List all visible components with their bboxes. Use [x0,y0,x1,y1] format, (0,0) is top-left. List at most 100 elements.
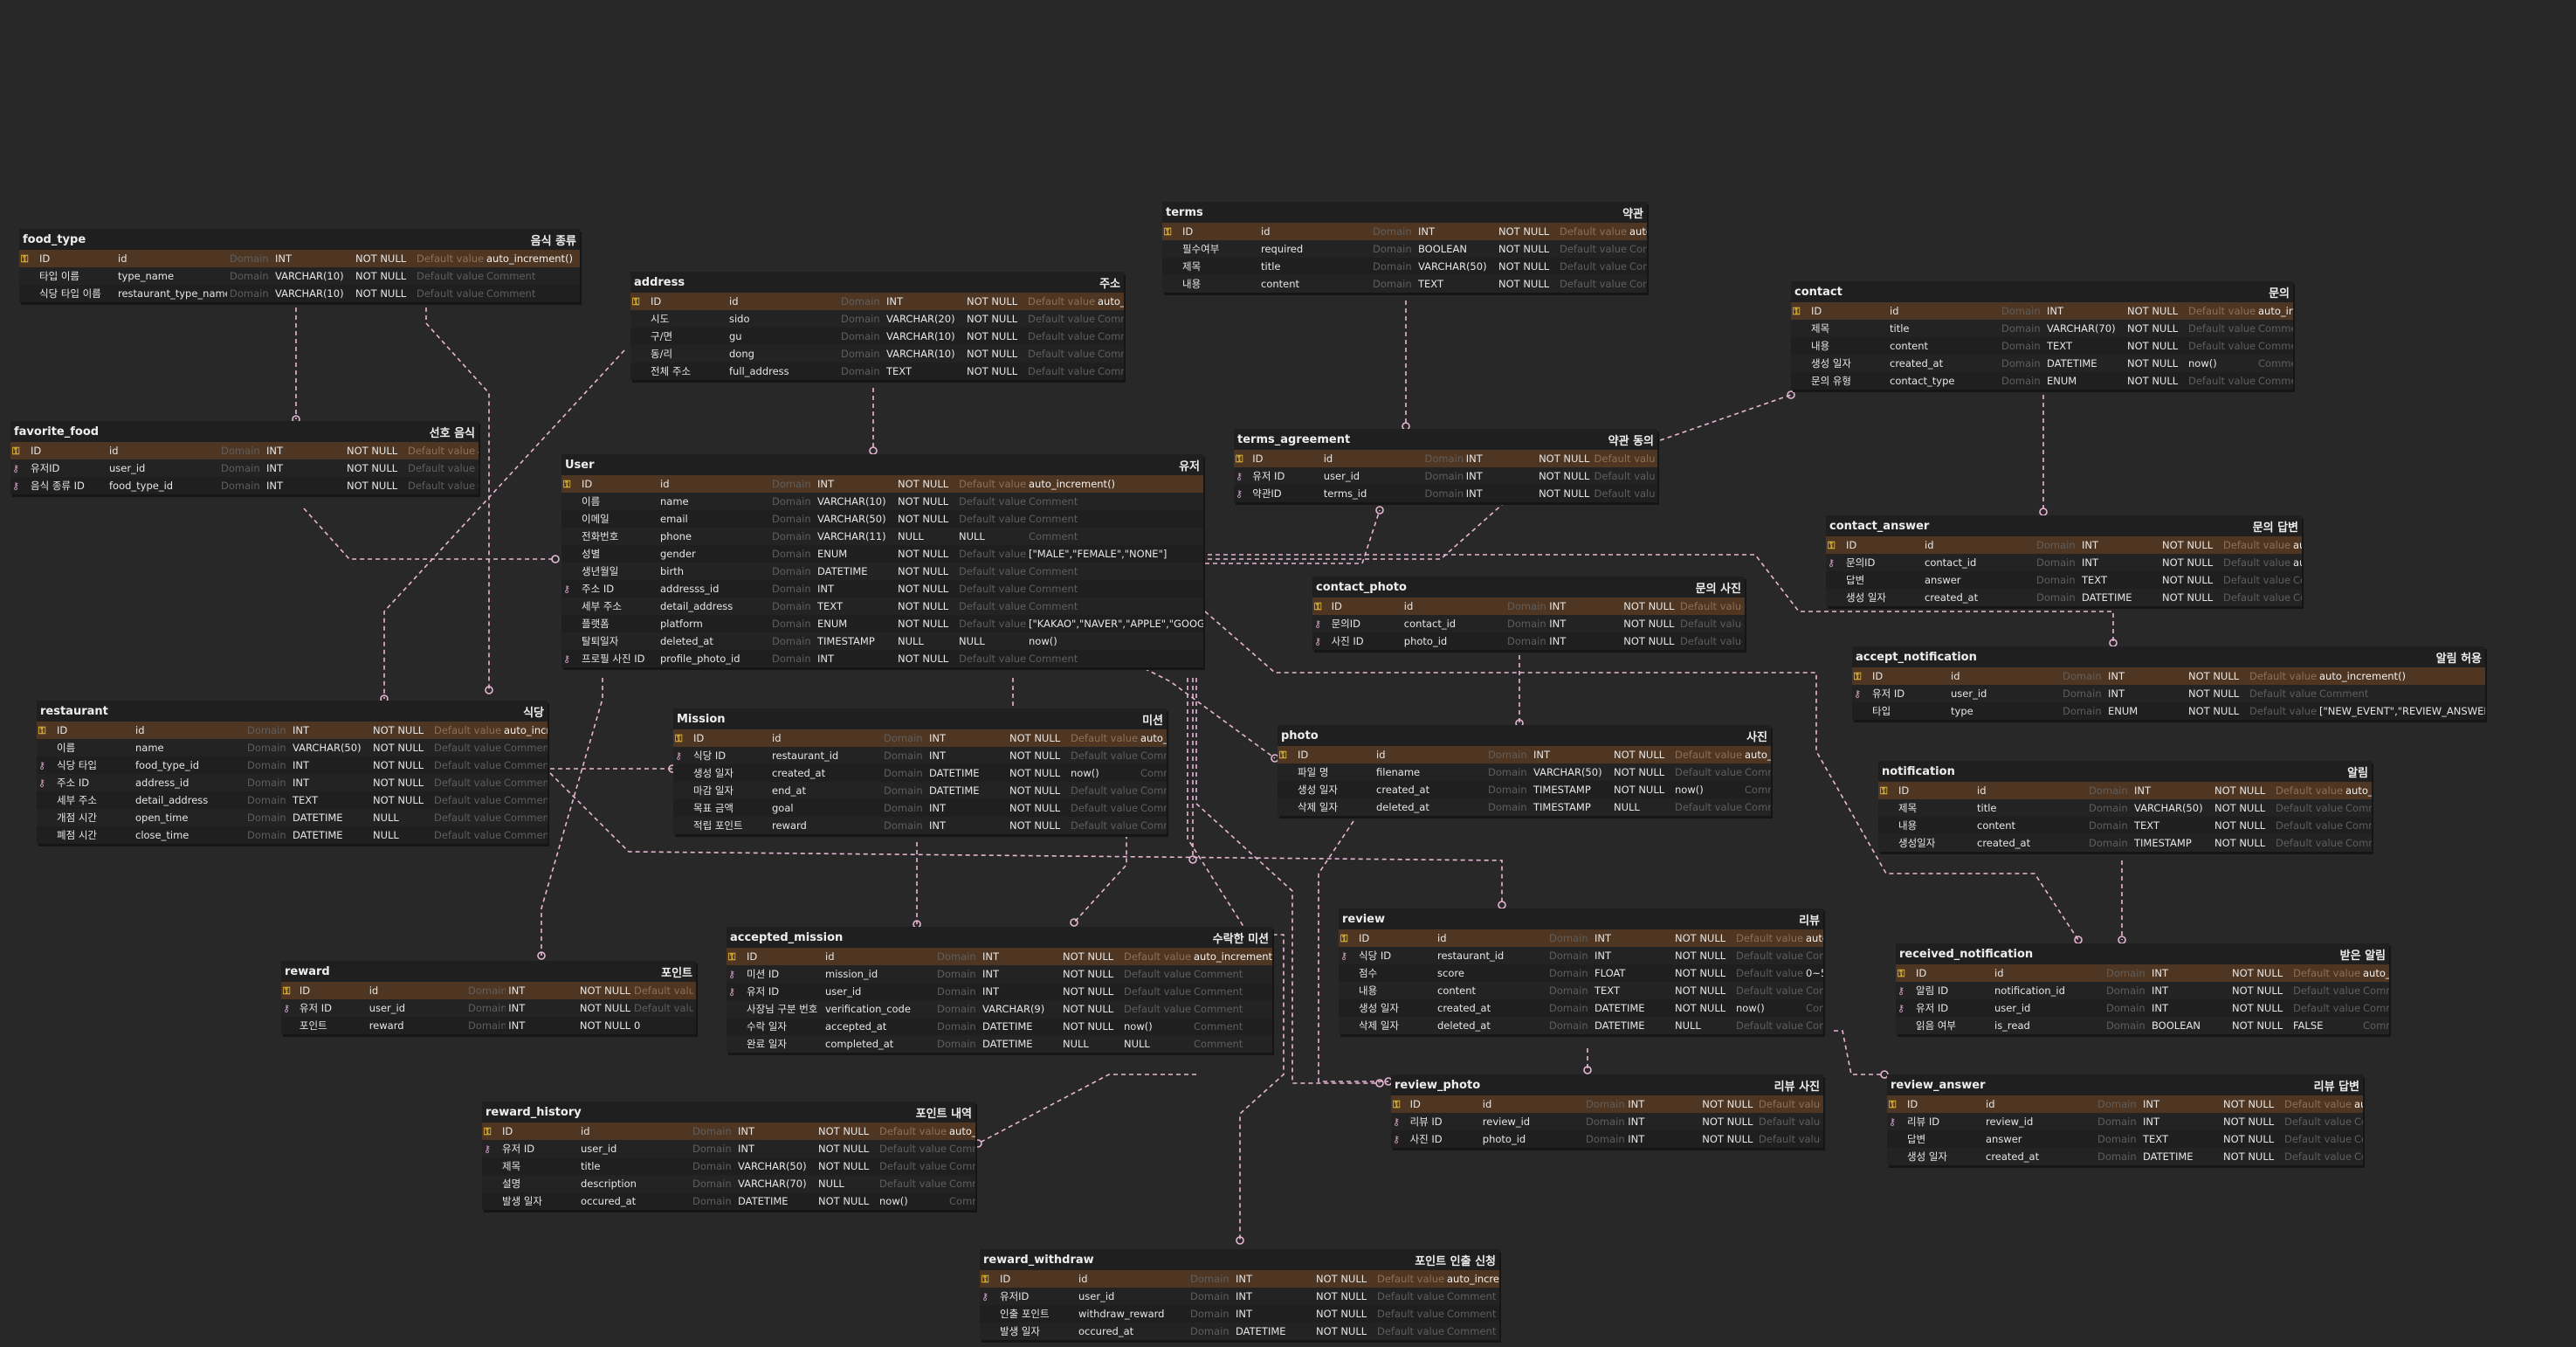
table-pk-row[interactable]: ⚿IDidDomainINTNOT NULLDefault valueauto_… [1278,746,1771,763]
table-notification[interactable]: notification알림⚿IDidDomainINTNOT NULLDefa… [1878,761,2372,852]
table-row[interactable]: 설명descriptionDomainVARCHAR(70)NULLDefaul… [482,1175,975,1192]
table-row[interactable]: ⚷유저 IDuser_idDomainINTNOT NULLDefault va… [1852,685,2485,702]
table-pk-row[interactable]: ⚿IDidDomainINTNOT NULLDefault valueauto_… [673,729,1167,747]
table-row[interactable]: 이메일emailDomainVARCHAR(50)NOT NULLDefault… [561,510,1203,528]
table-row[interactable]: ⚷유저 IDuser_idDomainINTNOT NULLDefault va… [727,983,1272,1000]
table-photo[interactable]: photo사진⚿IDidDomainINTNOT NULLDefault val… [1278,725,1771,816]
table-pk-row[interactable]: ⚿IDidDomainINTNOT NULLDefault valueauto_… [1878,782,2372,799]
table-row[interactable]: ⚷리뷰 IDreview_idDomainINTNOT NULLDefault … [1391,1113,1823,1130]
table-pk-row[interactable]: ⚿IDidDomainINTNOT NULLDefault valueauto_… [630,293,1124,310]
table-received-notification[interactable]: received_notification받은 알림⚿IDidDomainINT… [1896,943,2389,1034]
table-row[interactable]: ⚷식당 IDrestaurant_idDomainINTNOT NULLDefa… [673,747,1167,764]
table-row[interactable]: ⚷알림 IDnotification_idDomainINTNOT NULLDe… [1896,982,2389,999]
table-favorite-food[interactable]: favorite_food선호 음식⚿IDidDomainINTNOT NULL… [10,421,479,494]
table-row[interactable]: 이름nameDomainVARCHAR(10)NOT NULLDefault v… [561,493,1203,510]
table-row[interactable]: ⚷문의IDcontact_idDomainINTNOT NULLDefault … [1312,615,1745,632]
table-row[interactable]: ⚷유저 IDuser_idDomainINTNOT NULLDefault va… [1896,999,2389,1017]
table-row[interactable]: 목표 금액goalDomainINTNOT NULLDefault valueC… [673,799,1167,817]
table-row[interactable]: 생성 일자created_atDomainDATETIMENOT NULLnow… [673,764,1167,782]
table-row[interactable]: ⚷주소 IDaddress_idDomainINTNOT NULLDefault… [37,774,548,791]
table-pk-row[interactable]: ⚿IDidDomainINTNOT NULLDefault valueauto_… [1826,536,2302,554]
table-row[interactable]: 탈퇴일자deleted_atDomainTIMESTAMPNULLNULLnow… [561,632,1203,650]
table-row[interactable]: ⚷문의IDcontact_idDomainINTNOT NULLDefault … [1826,554,2302,571]
table-pk-row[interactable]: ⚿IDidDomainINTNOT NULLDefault valueauto_… [1339,929,1823,947]
table-row[interactable]: 파일 명filenameDomainVARCHAR(50)NOT NULLDef… [1278,763,1771,781]
table-row[interactable]: 제목titleDomainVARCHAR(50)NOT NULLDefault … [1878,799,2372,817]
table-row[interactable]: 전화번호phoneDomainVARCHAR(11)NULLNULLCommen… [561,528,1203,545]
table-row[interactable]: 타입typeDomainENUMNOT NULLDefault value["N… [1852,702,2485,720]
table-row[interactable]: ⚷약관IDterms_idDomainINTNOT NULLDefault va… [1234,485,1657,502]
table-row[interactable]: 플랫폼platformDomainENUMNOT NULLDefault val… [561,615,1203,632]
table-row[interactable]: 내용contentDomainTEXTNOT NULLDefault value… [1878,817,2372,834]
table-pk-row[interactable]: ⚿IDidDomainINTNOT NULLDefault valueauto_… [281,982,696,999]
table-reward[interactable]: reward포인트⚿IDidDomainINTNOT NULLDefault v… [281,961,696,1034]
table-row[interactable]: 폐점 시간close_timeDomainDATETIMENULLDefault… [37,826,548,844]
table-row[interactable]: 삭제 일자deleted_atDomainTIMESTAMPNULLDefaul… [1278,798,1771,816]
table-mission[interactable]: Mission미션⚿IDidDomainINTNOT NULLDefault v… [673,708,1167,834]
table-row[interactable]: 생성 일자created_atDomainDATETIMENOT NULLDef… [1826,589,2302,606]
table-pk-row[interactable]: ⚿IDidDomainINTNOT NULLDefault valueauto_… [37,722,548,739]
table-row[interactable]: 성별genderDomainENUMNOT NULLDefault value[… [561,545,1203,563]
table-row[interactable]: ⚷미션 IDmission_idDomainINTNOT NULLDefault… [727,965,1272,983]
table-accepted-mission[interactable]: accepted_mission수락한 미션⚿IDidDomainINTNOT … [727,927,1272,1053]
table-review-photo[interactable]: review_photo리뷰 사진⚿IDidDomainINTNOT NULLD… [1391,1074,1823,1148]
table-row[interactable]: 문의 유형contact_typeDomainENUMNOT NULLDefau… [1791,372,2293,390]
table-row[interactable]: ⚷유저 IDuser_idDomainINTNOT NULLDefault va… [1234,467,1657,485]
table-pk-row[interactable]: ⚿IDidDomainINTNOT NULLDefault valueauto_… [1162,223,1647,240]
table-row[interactable]: 내용contentDomainTEXTNOT NULLDefault value… [1791,337,2293,355]
table-row[interactable]: 세부 주소detail_addressDomainTEXTNOT NULLDef… [561,598,1203,615]
table-review-answer[interactable]: review_answer리뷰 답변⚿IDidDomainINTNOT NULL… [1887,1074,2363,1165]
table-row[interactable]: 완료 일자completed_atDomainDATETIMENULLNULLC… [727,1035,1272,1053]
table-pk-row[interactable]: ⚿IDidDomainINTNOT NULLDefault valueauto_… [1391,1095,1823,1113]
table-row[interactable]: 포인트rewardDomainINTNOT NULL0Comment [281,1017,696,1034]
table-row[interactable]: ⚷사진 IDphoto_idDomainINTNOT NULLDefault v… [1312,632,1745,650]
table-row[interactable]: 삭제 일자deleted_atDomainDATETIMENULLDefault… [1339,1017,1823,1034]
table-pk-row[interactable]: ⚿IDidDomainINTNOT NULLDefault valueauto_… [1234,450,1657,467]
table-pk-row[interactable]: ⚿IDidDomainINTNOT NULLDefault valueauto_… [1896,964,2389,982]
table-contact-photo[interactable]: contact_photo문의 사진⚿IDidDomainINTNOT NULL… [1312,577,1745,650]
table-row[interactable]: ⚷리뷰 IDreview_idDomainINTNOT NULLDefault … [1887,1113,2363,1130]
table-row[interactable]: 동/리dongDomainVARCHAR(10)NOT NULLDefault … [630,345,1124,363]
table-row[interactable]: 식당 타입 이름restaurant_type_nameDomainVARCHA… [19,285,580,302]
table-row[interactable]: ⚷유저IDuser_idDomainINTNOT NULLDefault val… [10,459,479,477]
table-accept-notification[interactable]: accept_notification알림 허용⚿IDidDomainINTNO… [1852,646,2485,720]
table-food-type[interactable]: food_type음식 종류⚿IDidDomainINTNOT NULLDefa… [19,229,580,302]
table-row[interactable]: 내용contentDomainTEXTNOT NULLDefault value… [1339,982,1823,999]
table-row[interactable]: ⚷음식 종류 IDfood_type_idDomainINTNOT NULLDe… [10,477,479,494]
table-restaurant[interactable]: restaurant식당⚿IDidDomainINTNOT NULLDefaul… [37,701,548,844]
table-pk-row[interactable]: ⚿IDidDomainINTNOT NULLDefault valueauto_… [1312,598,1745,615]
table-row[interactable]: ⚷유저IDuser_idDomainINTNOT NULLDefault val… [980,1288,1499,1305]
table-row[interactable]: 필수여부requiredDomainBOOLEANNOT NULLDefault… [1162,240,1647,258]
table-row[interactable]: ⚷식당 타입food_type_idDomainINTNOT NULLDefau… [37,756,548,774]
table-row[interactable]: 제목titleDomainVARCHAR(70)NOT NULLDefault … [1791,320,2293,337]
table-row[interactable]: 이름nameDomainVARCHAR(50)NOT NULLDefault v… [37,739,548,756]
table-row[interactable]: 사장님 구분 번호verification_codeDomainVARCHAR(… [727,1000,1272,1018]
table-terms[interactable]: terms약관⚿IDidDomainINTNOT NULLDefault val… [1162,202,1647,293]
table-reward-withdraw[interactable]: reward_withdraw포인트 인출 신청⚿IDidDomainINTNO… [980,1249,1499,1340]
table-row[interactable]: 생성 일자created_atDomainDATETIMENOT NULLDef… [1887,1148,2363,1165]
table-row[interactable]: 생성일자created_atDomainTIMESTAMPNOT NULLDef… [1878,834,2372,852]
table-row[interactable]: 내용contentDomainTEXTNOT NULLDefault value… [1162,275,1647,293]
table-contact[interactable]: contact문의⚿IDidDomainINTNOT NULLDefault v… [1791,281,2293,390]
table-pk-row[interactable]: ⚿IDidDomainINTNOT NULLDefault valueauto_… [482,1122,975,1140]
table-row[interactable]: 발생 일자occured_atDomainDATETIMENOT NULLnow… [482,1192,975,1210]
table-pk-row[interactable]: ⚿IDidDomainINTNOT NULLDefault valueauto_… [980,1270,1499,1288]
table-terms-agreement[interactable]: terms_agreement약관 동의⚿IDidDomainINTNOT NU… [1234,429,1657,502]
table-row[interactable]: 발생 일자occured_atDomainDATETIMENOT NULLDef… [980,1323,1499,1340]
table-row[interactable]: 적립 포인트rewardDomainINTNOT NULLDefault val… [673,817,1167,834]
table-row[interactable]: 답변answerDomainTEXTNOT NULLDefault valueC… [1887,1130,2363,1148]
table-row[interactable]: ⚷사진 IDphoto_idDomainINTNOT NULLDefault v… [1391,1130,1823,1148]
table-pk-row[interactable]: ⚿IDidDomainINTNOT NULLDefault valueauto_… [1887,1095,2363,1113]
table-pk-row[interactable]: ⚿IDidDomainINTNOT NULLDefault valueauto_… [727,948,1272,965]
table-pk-row[interactable]: ⚿IDidDomainINTNOT NULLDefault valueauto_… [561,475,1203,493]
table-row[interactable]: 답변answerDomainTEXTNOT NULLDefault valueC… [1826,571,2302,589]
table-row[interactable]: 생성 일자created_atDomainDATETIMENOT NULLnow… [1339,999,1823,1017]
table-row[interactable]: 제목titleDomainVARCHAR(50)NOT NULLDefault … [482,1157,975,1175]
table-contact-answer[interactable]: contact_answer문의 답변⚿IDidDomainINTNOT NUL… [1826,515,2302,606]
table-row[interactable]: 수락 일자accepted_atDomainDATETIMENOT NULLno… [727,1018,1272,1035]
table-row[interactable]: 생년월일birthDomainDATETIMENOT NULLDefault v… [561,563,1203,580]
table-pk-row[interactable]: ⚿IDidDomainINTNOT NULLDefault valueauto_… [1852,667,2485,685]
table-pk-row[interactable]: ⚿IDidDomainINTNOT NULLDefault valueauto_… [19,250,580,267]
table-row[interactable]: ⚷유저 IDuser_idDomainINTNOT NULLDefault va… [482,1140,975,1157]
table-row[interactable]: ⚷프로필 사진 IDprofile_photo_idDomainINTNOT N… [561,650,1203,667]
